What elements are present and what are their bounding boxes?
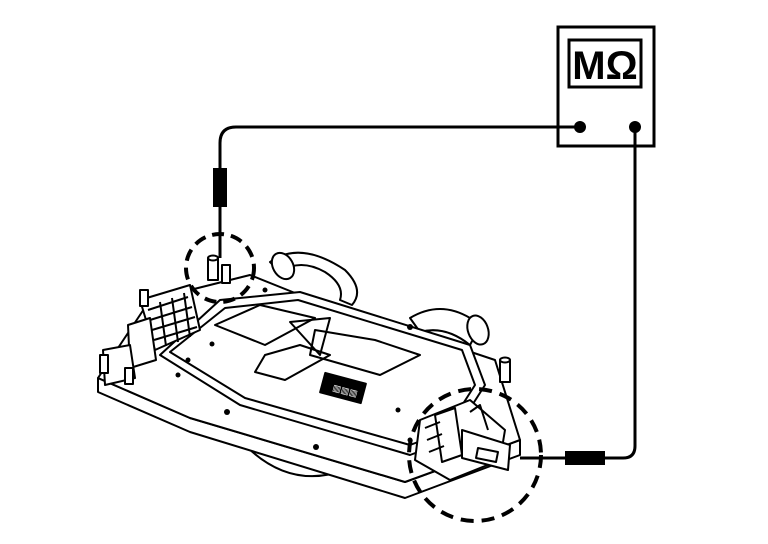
test-probe-icon xyxy=(213,168,227,207)
probe-lead-right xyxy=(520,127,637,465)
test-probe-icon xyxy=(565,451,605,465)
megohmmeter-icon: MΩ xyxy=(556,25,656,148)
terminal-callout xyxy=(184,232,256,304)
meter-display xyxy=(567,38,643,89)
probe-lead-left xyxy=(213,125,580,258)
meter-label: MΩ xyxy=(572,44,637,88)
battery-module-icon: ▥▥▥ xyxy=(97,251,521,499)
connector-callout xyxy=(407,387,543,523)
